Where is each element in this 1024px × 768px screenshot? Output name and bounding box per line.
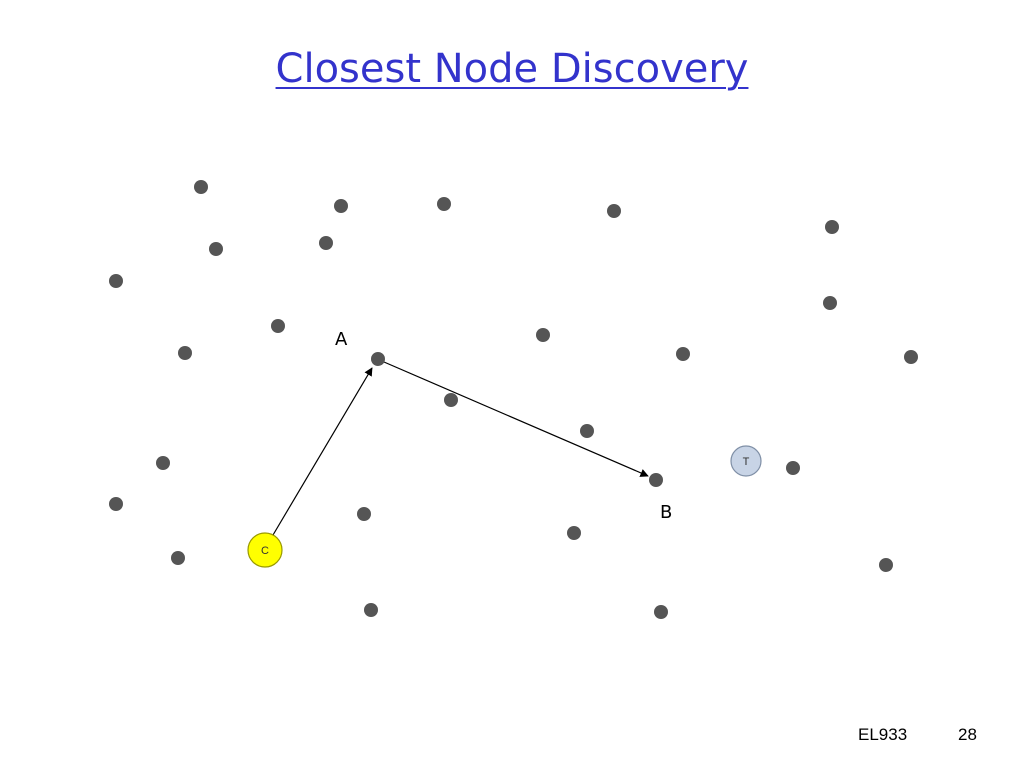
node: [194, 180, 208, 194]
label-a: A: [335, 329, 348, 350]
node-a: [371, 352, 385, 366]
node: [567, 526, 581, 540]
client-node-label: C: [261, 545, 269, 557]
node: [676, 347, 690, 361]
node: [319, 236, 333, 250]
client-node: [247, 532, 283, 568]
node: [580, 424, 594, 438]
node: [786, 461, 800, 475]
node: [536, 328, 550, 342]
node: [156, 456, 170, 470]
node: [437, 197, 451, 211]
node: [904, 350, 918, 364]
arrow-c-to-a: [272, 367, 373, 536]
footer-course: EL933: [858, 725, 908, 744]
node: [607, 204, 621, 218]
node: [444, 393, 458, 407]
node-b: [649, 473, 663, 487]
arrow-a-to-b: [383, 361, 649, 477]
node-group: [109, 180, 918, 619]
node: [109, 497, 123, 511]
slide-number: 28: [958, 725, 977, 744]
node: [364, 603, 378, 617]
node: [654, 605, 668, 619]
node: [171, 551, 185, 565]
node: [178, 346, 192, 360]
node: [879, 558, 893, 572]
node: [334, 199, 348, 213]
node: [825, 220, 839, 234]
label-b: B: [660, 502, 672, 523]
target-node: [730, 445, 762, 477]
slide-title: Closest Node Discovery: [275, 46, 749, 92]
node: [357, 507, 371, 521]
node: [209, 242, 223, 256]
target-node-label: T: [743, 456, 750, 468]
node: [109, 274, 123, 288]
node: [823, 296, 837, 310]
node: [271, 319, 285, 333]
